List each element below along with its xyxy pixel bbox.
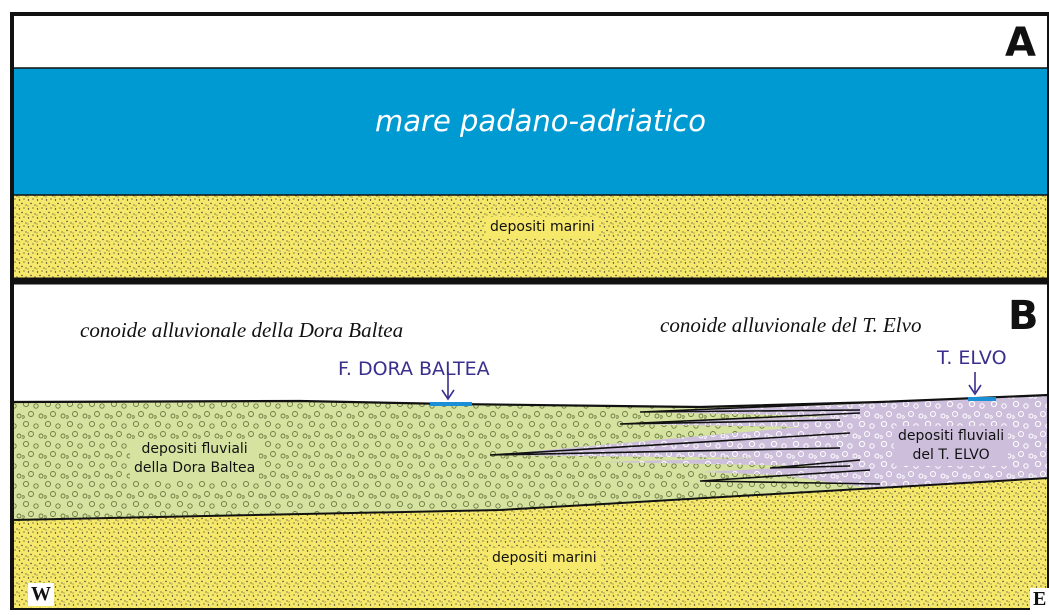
fan-west-label: conoide alluvionale della Dora Baltea [80,318,404,342]
panel-b-letter: B [1008,293,1039,339]
panel-a-letter: A [1005,20,1036,66]
fluvial-base-line [11,477,1049,521]
panel-b-marine-label: depositi marini [488,548,601,569]
river-dora-baltea-label: F. DORA BALTEA [338,358,490,380]
interfinger-line [489,432,851,456]
fluvial-west-label: depositi fluviali della Dora Baltea [130,439,260,479]
ground-surface-line [11,393,1049,409]
elvo-arrowhead [968,384,982,396]
fluvial-west-line1: depositi fluviali [141,441,248,457]
sea-layer [12,68,1049,195]
fluvial-west-line2: della Dora Baltea [134,460,256,476]
fluvial-east-label: depositi fluviali del T. ELVO [894,426,1009,466]
panel-a-marine-label: depositi marini [486,217,599,238]
river-elvo-label: T. ELVO [937,347,1007,369]
dora-baltea-water [430,402,472,406]
interfinger-line [619,412,861,425]
panel-b-marine-deposits-layer [12,478,1049,610]
elvo-water [968,397,996,401]
sea-label: mare padano-adriatico [375,104,706,138]
fan-east-label: conoide alluvionale del T. Elvo [660,313,922,337]
east-label: E [1030,588,1049,611]
interfinger-line [769,459,861,469]
interfinger-line [699,469,881,485]
dora-baltea-arrowhead [441,389,455,401]
interfinger-line [639,401,881,413]
west-label: W [28,583,54,606]
fluvial-east-line1: depositi fluviali [898,428,1005,444]
fluvial-east-line2: del T. ELVO [912,447,990,463]
